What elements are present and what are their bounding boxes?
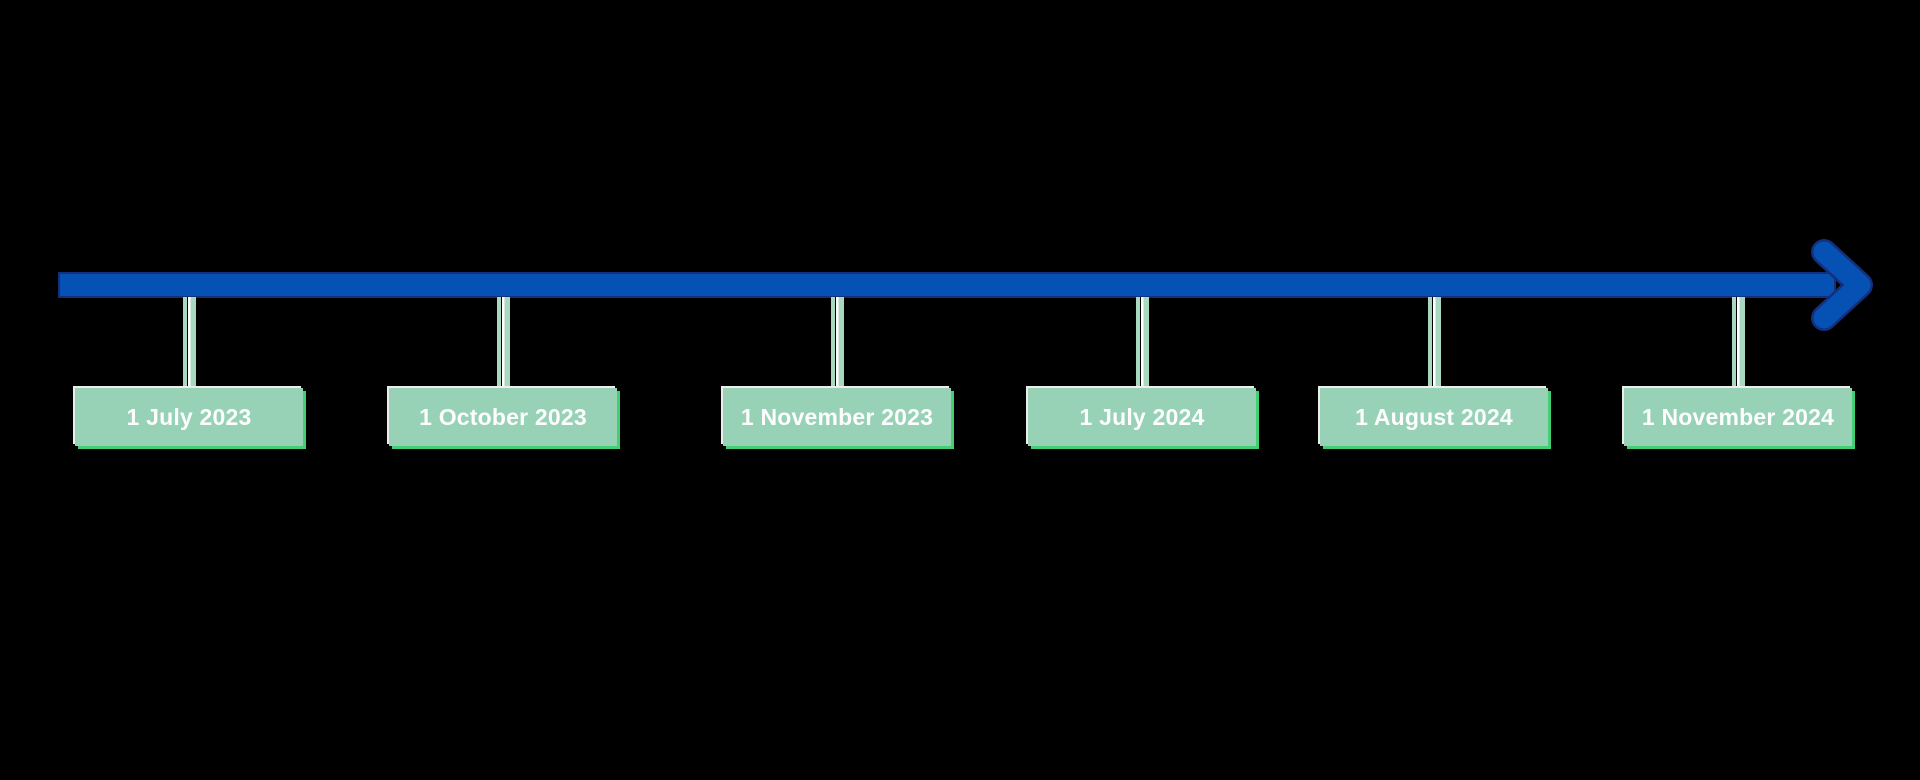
timeline-event: 1 July 2023 xyxy=(75,297,303,446)
timeline-event: 1 October 2023 xyxy=(389,297,617,446)
event-date-label: 1 July 2023 xyxy=(126,403,252,430)
timeline-event: 1 July 2024 xyxy=(1028,297,1256,446)
event-connector xyxy=(1135,297,1149,388)
event-date-label: 1 November 2024 xyxy=(1641,403,1835,430)
event-date-label: 1 July 2024 xyxy=(1079,403,1205,430)
event-connector xyxy=(1731,297,1745,388)
event-date-box: 1 November 2024 xyxy=(1624,388,1852,446)
event-date-box: 1 July 2023 xyxy=(75,388,303,446)
event-date-label: 1 August 2024 xyxy=(1355,403,1513,430)
timeline-event: 1 November 2023 xyxy=(723,297,951,446)
event-date-box: 1 July 2024 xyxy=(1028,388,1256,446)
event-connector xyxy=(1427,297,1441,388)
event-date-box: 1 August 2024 xyxy=(1320,388,1548,446)
timeline-axis xyxy=(58,272,1836,298)
event-date-box: 1 October 2023 xyxy=(389,388,617,446)
timeline-event: 1 November 2024 xyxy=(1624,297,1852,446)
event-connector xyxy=(830,297,844,388)
event-connector xyxy=(496,297,510,388)
timeline-event: 1 August 2024 xyxy=(1320,297,1548,446)
event-date-label: 1 October 2023 xyxy=(419,403,587,430)
event-date-label: 1 November 2023 xyxy=(740,403,934,430)
event-date-box: 1 November 2023 xyxy=(723,388,951,446)
event-connector xyxy=(182,297,196,388)
